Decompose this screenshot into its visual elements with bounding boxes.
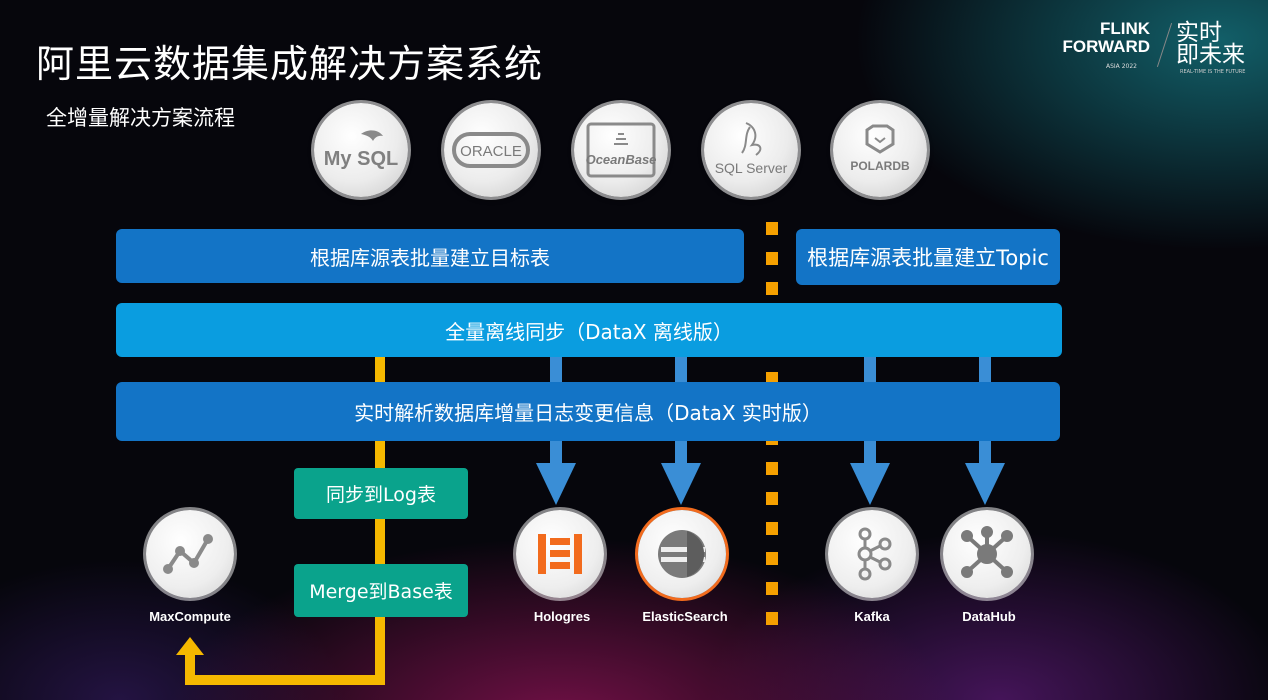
source-label-sqlserver: SQL Server xyxy=(715,160,788,176)
source-label-polardb: POLARDB xyxy=(850,159,910,173)
oceanbase-logo: OceanBase xyxy=(574,103,668,197)
polardb-logo: POLARDB xyxy=(833,103,927,197)
polardb-bear-icon: POLARDB xyxy=(850,124,910,173)
target-label-hologres: Hologres xyxy=(533,609,591,624)
oracle-logo: ORACLE xyxy=(444,103,538,197)
target-label-maxcompute: MaxCompute xyxy=(149,609,231,624)
slide-subtitle: 全增量解决方案流程 xyxy=(46,106,235,130)
target-label-kafka: Kafka xyxy=(854,609,890,624)
datahub-icon xyxy=(943,510,1031,598)
brand-cn-line1: 实时 xyxy=(1176,20,1222,46)
incremental-log-parse-step: 实时解析数据库增量日志变更信息（DataX 实时版） xyxy=(116,382,1060,441)
full-offline-sync-step: 全量离线同步（DataX 离线版） xyxy=(116,303,1062,357)
sqlserver-logo: SQL Server xyxy=(704,103,798,197)
mysql-logo: My SQL xyxy=(314,103,408,197)
source-label-oracle: ORACLE xyxy=(460,143,522,160)
target-label-elasticsearch: ElasticSearch xyxy=(642,609,728,624)
oceanbase-frame-icon: OceanBase xyxy=(586,122,657,178)
hologres-icon xyxy=(516,510,604,598)
slide-title: 阿里云数据集成解决方案系统 xyxy=(36,42,544,86)
brand-cn-line2: 即未来 xyxy=(1176,42,1245,68)
source-label-mysql: My SQL xyxy=(324,148,398,170)
mysql-dolphin-icon: My SQL xyxy=(324,130,398,170)
create-target-table-step: 根据库源表批量建立目标表 xyxy=(116,229,744,283)
create-topic-step: 根据库源表批量建立Topic xyxy=(796,229,1060,285)
kafka-icon xyxy=(828,510,916,598)
sqlserver-icon: SQL Server xyxy=(715,122,788,176)
oracle-ring-icon: ORACLE xyxy=(452,132,530,168)
target-label-datahub: DataHub xyxy=(962,609,1016,624)
source-label-oceanbase: OceanBase xyxy=(586,152,657,167)
maxcompute-icon xyxy=(146,510,234,598)
brand-tagline: REAL-TIME IS THE FUTURE xyxy=(1180,69,1246,75)
sync-to-log-table-step: 同步到Log表 xyxy=(294,468,468,519)
brand-event: ASIA 2022 xyxy=(1106,63,1137,70)
merge-to-base-table-step: Merge到Base表 xyxy=(294,564,468,617)
brand-line2: FORWARD xyxy=(1062,37,1150,56)
elasticsearch-icon xyxy=(638,510,726,598)
brand-divider xyxy=(1156,22,1173,68)
brand-line1: FLINK xyxy=(1099,19,1150,38)
